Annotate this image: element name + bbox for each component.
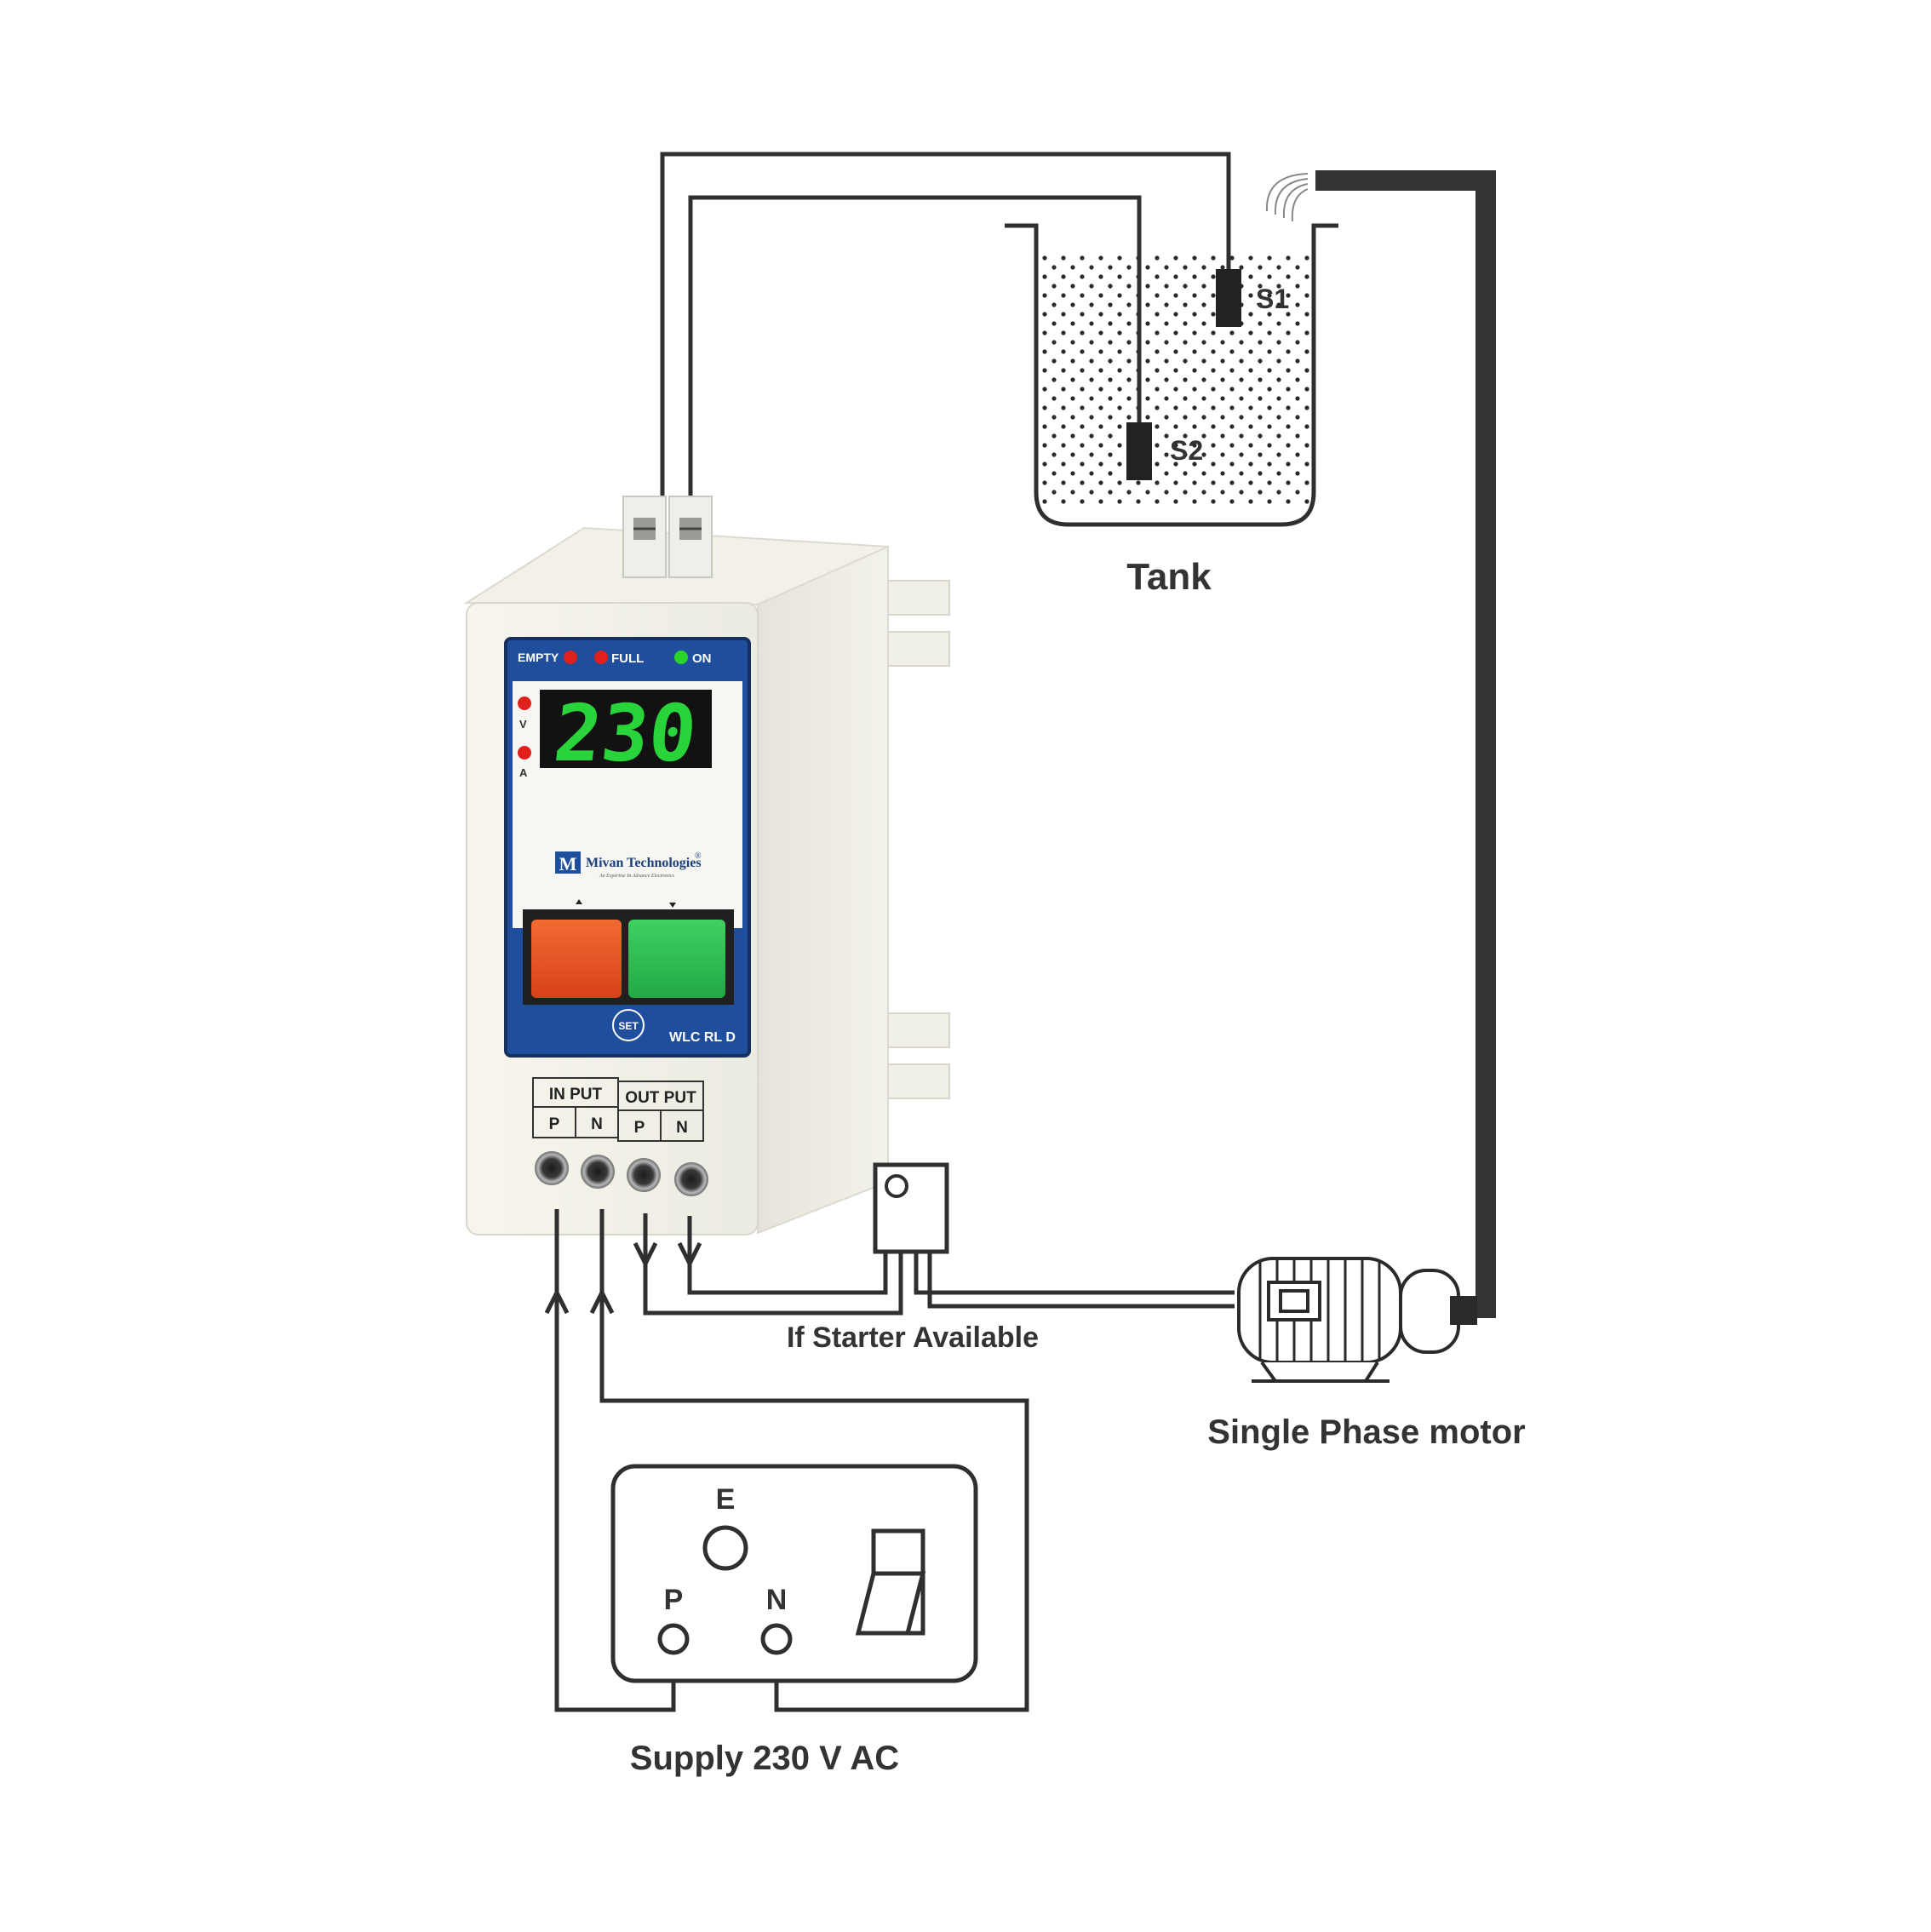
down-arrow-icon: [633, 1241, 658, 1269]
sensor-1-label: S1: [1256, 284, 1289, 314]
controller-unit: EMPTY FULL ON V A 230 M Mivan Technologi…: [463, 496, 950, 1235]
display-value: 230: [550, 687, 701, 779]
output-neutral-wire: [687, 1216, 888, 1295]
output-header: OUT PUT: [625, 1089, 696, 1107]
enclosure-side: [757, 545, 889, 1235]
brand-logo: M: [555, 851, 581, 874]
down-arrow-icon: [669, 903, 676, 908]
current-led-icon: [518, 746, 531, 760]
motor-wire-1: [914, 1252, 1235, 1295]
set-button-label: SET: [618, 1020, 639, 1032]
water-tank: Tank: [1005, 223, 1338, 598]
down-button[interactable]: [628, 920, 725, 998]
empty-led-icon: [564, 651, 577, 664]
cable-gland-icon: [535, 1151, 569, 1185]
socket-earth-hole-icon: [702, 1525, 748, 1571]
down-arrow-icon: [677, 1241, 702, 1269]
socket-neutral-hole-icon: [760, 1623, 793, 1655]
up-arrow-icon: [589, 1287, 615, 1315]
current-unit-label: A: [519, 766, 528, 779]
sensor-2-probe: [1126, 422, 1152, 480]
voltage-unit-label: V: [519, 718, 527, 731]
cable-gland-icon: [581, 1155, 615, 1189]
up-arrow-icon: [544, 1287, 570, 1315]
delivery-pipe: [1265, 170, 1496, 1318]
svg-text:M: M: [559, 853, 577, 874]
sensor-2-wire: [688, 195, 1142, 515]
tank-label: Tank: [1126, 556, 1212, 598]
on-led-icon: [674, 651, 688, 664]
cable-gland-icon: [674, 1162, 708, 1196]
tank-water: [1040, 255, 1313, 507]
on-indicator-label: ON: [692, 651, 712, 666]
socket-earth-label: E: [716, 1483, 736, 1516]
supply-label: Supply 230 V AC: [630, 1740, 899, 1777]
empty-indicator-label: EMPTY: [518, 651, 559, 664]
full-led-icon: [594, 651, 608, 664]
up-arrow-icon: [576, 899, 582, 904]
set-button[interactable]: [612, 1009, 645, 1041]
motor-label: Single Phase motor: [1207, 1413, 1525, 1451]
socket-neutral-label: N: [766, 1584, 788, 1616]
indicator-row: EMPTY FULL ON: [518, 651, 712, 666]
sensor-1-probe: [1216, 269, 1241, 327]
cable-glands: [535, 1151, 708, 1196]
starter-indicator-icon: [885, 1174, 908, 1198]
sensor-1-wire: [660, 152, 1231, 515]
socket-switch-icon: [855, 1528, 926, 1636]
brand-tagline: An Expertise In Advance Electronics: [599, 874, 675, 879]
motor-icon: [1237, 1257, 1477, 1383]
full-indicator-label: FULL: [611, 651, 644, 666]
voltage-led-icon: [518, 697, 531, 710]
seven-segment-display: [540, 690, 712, 768]
starter-box: [873, 1162, 949, 1254]
tank-outline: [1005, 223, 1338, 527]
terminal-label-table: [532, 1077, 704, 1142]
sensor-2-label: S2: [1170, 435, 1203, 466]
sensor-terminal-block: [622, 496, 713, 578]
socket-phase-hole-icon: [657, 1623, 690, 1655]
supply-neutral-wire: [599, 1209, 1029, 1712]
input-p-label: P: [549, 1115, 560, 1133]
sensor-wires: [660, 152, 1231, 515]
brand-registered-mark: ®: [695, 851, 702, 861]
cable-gland-icon: [627, 1158, 661, 1192]
up-button[interactable]: [531, 920, 622, 998]
input-n-label: N: [591, 1115, 603, 1133]
output-p-label: P: [634, 1119, 645, 1137]
flow-arrows: [544, 1241, 702, 1315]
socket-phase-label: P: [664, 1584, 684, 1616]
brand-name: Mivan Technologies: [586, 856, 702, 870]
supply-socket: E P N: [610, 1464, 978, 1683]
starter-label: If Starter Available: [787, 1321, 1039, 1354]
output-n-label: N: [676, 1119, 688, 1137]
model-label: WLC RL D: [669, 1030, 736, 1045]
motor-wire-2: [927, 1252, 1235, 1309]
input-header: IN PUT: [549, 1086, 603, 1104]
